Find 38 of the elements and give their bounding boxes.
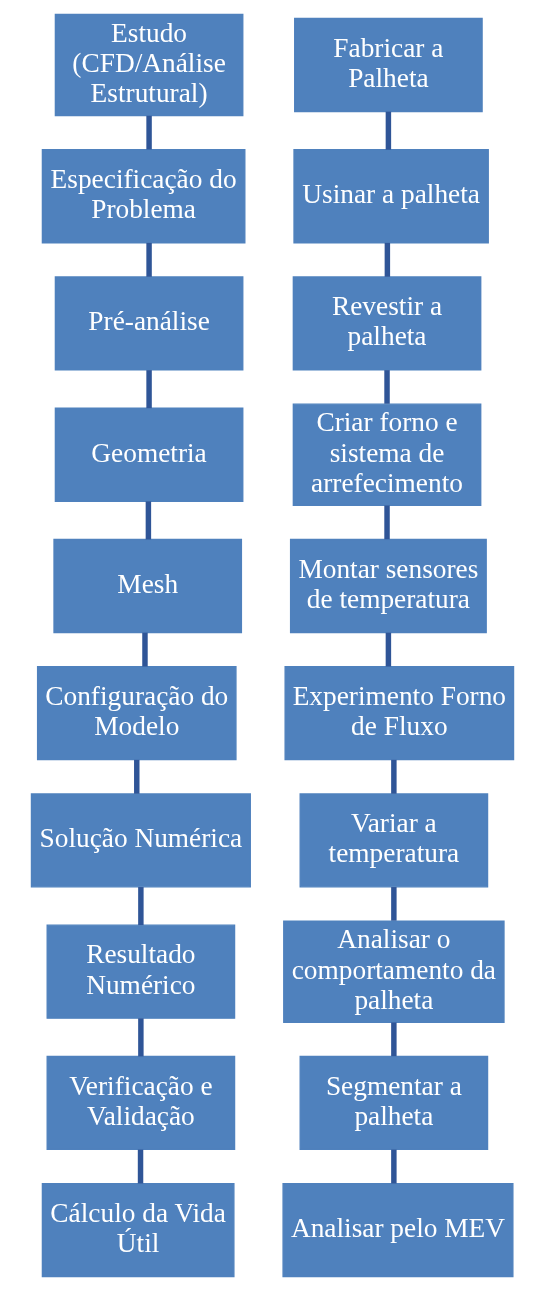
connector xyxy=(384,370,390,404)
node-box: Verificação e Validação xyxy=(46,1055,236,1151)
connector xyxy=(146,115,152,150)
connector xyxy=(137,1149,144,1184)
connector xyxy=(385,632,392,667)
connector xyxy=(391,759,397,794)
connector xyxy=(391,1022,397,1057)
node-box: Montar sensores de temperatura xyxy=(289,538,487,634)
node-box: Usinar a palheta xyxy=(293,149,489,244)
node-box: Segmentar a palheta xyxy=(299,1055,489,1151)
node-box: Analisar pelo MEV xyxy=(282,1182,514,1278)
connector xyxy=(385,111,392,150)
connector xyxy=(391,887,397,921)
connector xyxy=(138,1018,144,1057)
node-box: Mesh xyxy=(53,538,243,634)
node-box: Pré-análise xyxy=(54,276,244,371)
connector xyxy=(384,242,391,277)
node-box: Cálculo da Vida Útil xyxy=(41,1182,235,1278)
node-box: Especificação do Problema xyxy=(41,149,246,244)
node-box: Resultado Numérico xyxy=(46,924,236,1019)
node-box: Criar forno e sistema de arrefecimento xyxy=(292,403,482,506)
connector xyxy=(134,759,140,794)
node-box: Revestir a palheta xyxy=(292,276,482,371)
connector xyxy=(142,632,148,667)
connector xyxy=(145,501,152,540)
connector xyxy=(391,1149,397,1184)
node-box: Solução Numérica xyxy=(30,793,251,888)
node-box: Experimento Forno de Fluxo xyxy=(284,666,515,761)
connector xyxy=(384,505,390,540)
connector xyxy=(146,370,152,409)
node-box: Estudo (CFD/Análise Estrutural) xyxy=(54,13,244,117)
connector xyxy=(138,887,144,926)
node-box: Variar a temperatura xyxy=(299,793,489,888)
connector xyxy=(146,242,152,277)
node-box: Analisar o comportamento da palheta xyxy=(283,920,505,1023)
node-box: Configuração do Modelo xyxy=(36,666,237,761)
node-box: Fabricar a Palheta xyxy=(294,17,483,113)
node-box: Geometria xyxy=(54,407,244,502)
